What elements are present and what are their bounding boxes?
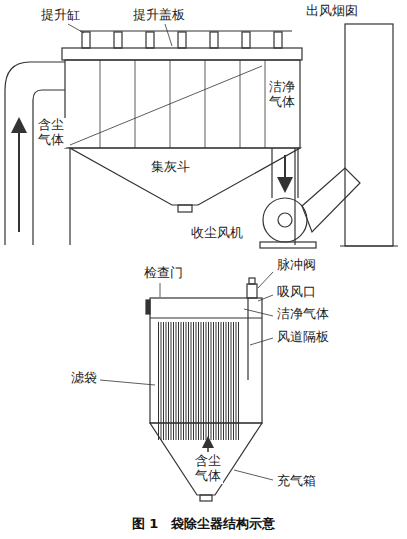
flow-label: 含尘气体	[37, 118, 66, 148]
flow-label: 含尘气体	[194, 454, 223, 484]
part-label: 风道隔板	[276, 330, 330, 345]
part-label: 提升缸	[40, 8, 81, 23]
part-label: 充气箱	[276, 474, 317, 489]
flow-label: 洁净气体	[268, 80, 297, 110]
part-label: 脉冲阀	[276, 258, 317, 273]
flow-label: 洁净气体	[276, 307, 330, 322]
part-label: 集灰斗	[150, 160, 191, 175]
lift-cylinders	[82, 32, 282, 48]
part-label: 收尘风机	[190, 226, 244, 241]
part-label: 吸风口	[276, 285, 317, 300]
part-label: 提升盖板	[132, 8, 186, 23]
part-label: 检查门	[143, 266, 184, 281]
figure-caption: 图 1 袋除尘器结构示意	[0, 515, 407, 533]
part-label: 滤袋	[70, 371, 98, 386]
part-label: 出风烟囱	[305, 4, 359, 19]
